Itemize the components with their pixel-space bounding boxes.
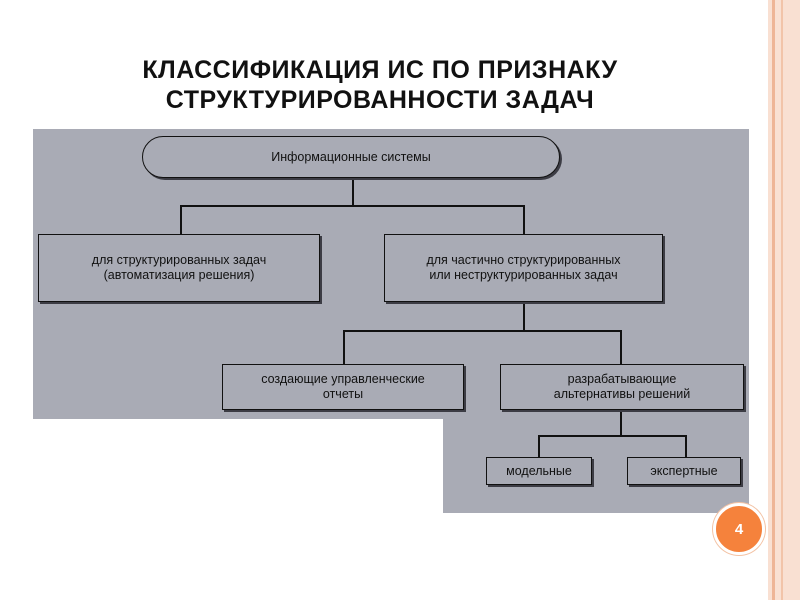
node-management-reports: создающие управленческие отчеты (222, 364, 464, 410)
node-label: экспертные (650, 463, 718, 478)
node-expert: экспертные (627, 457, 741, 485)
connector (620, 410, 622, 435)
connector (180, 205, 524, 207)
node-label: для структурированных задач (91, 253, 267, 267)
connector (620, 330, 622, 364)
page-number-badge: 4 (713, 503, 765, 555)
node-information-systems: Информационные системы (142, 136, 560, 178)
node-label: разрабатывающие (567, 372, 677, 386)
node-label: отчеты (322, 387, 364, 401)
connector (538, 435, 540, 457)
node-label: (автоматизация решения) (103, 268, 255, 282)
connector (343, 330, 345, 364)
connector (523, 205, 525, 234)
connector (538, 435, 686, 437)
connector (352, 178, 354, 205)
connector (523, 302, 525, 330)
connector (180, 205, 182, 234)
connector (685, 435, 687, 457)
node-label: или неструктурированных задач (429, 268, 618, 282)
node-label: Информационные системы (271, 149, 431, 164)
border-stripe-line (781, 0, 783, 600)
connector (343, 330, 621, 332)
node-decision-alternatives: разрабатывающие альтернативы решений (500, 364, 744, 410)
slide-title: КЛАССИФИКАЦИЯ ИС ПО ПРИЗНАКУ СТРУКТУРИРО… (30, 55, 730, 115)
node-label: создающие управленческие (261, 372, 425, 386)
node-structured-tasks: для структурированных задач (автоматизац… (38, 234, 320, 302)
title-line-1: КЛАССИФИКАЦИЯ ИС ПО ПРИЗНАКУ (142, 56, 618, 84)
node-label: для частично структурированных (426, 253, 621, 267)
node-model: модельные (486, 457, 592, 485)
page-number: 4 (734, 520, 744, 538)
node-label: альтернативы решений (553, 387, 691, 401)
node-label: модельные (506, 463, 572, 478)
border-stripe-line (772, 0, 775, 600)
title-line-2: СТРУКТУРИРОВАННОСТИ ЗАДАЧ (165, 86, 595, 114)
node-semi-structured-tasks: для частично структурированных или нестр… (384, 234, 663, 302)
